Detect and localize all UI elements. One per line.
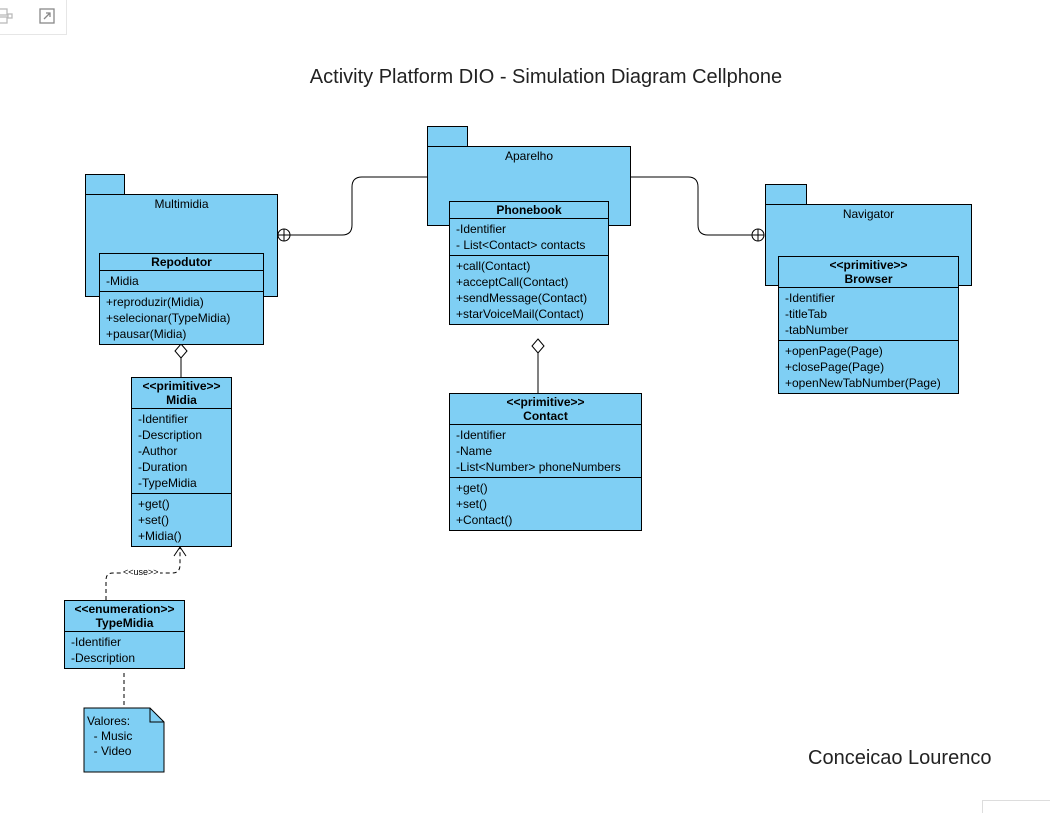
note-line: - Music <box>87 729 133 743</box>
method: +acceptCall(Contact) <box>456 275 569 289</box>
use-dependency-arrowhead <box>173 546 187 557</box>
class-attributes: -Identifier - List<Contact> contacts <box>450 219 608 256</box>
method: +reproduzir(Midia) <box>106 295 204 309</box>
method: +closePage(Page) <box>785 360 885 374</box>
attribute: -List<Number> phoneNumbers <box>456 460 621 474</box>
class-methods: +call(Contact) +acceptCall(Contact) +sen… <box>450 256 608 324</box>
class-methods: +openPage(Page) +closePage(Page) +openNe… <box>779 341 958 393</box>
method: +starVoiceMail(Contact) <box>456 307 584 321</box>
diagram-toolbar <box>0 0 67 35</box>
attribute: -Identifier <box>138 412 189 426</box>
class-repodutor[interactable]: Repodutor -Midia +reproduzir(Midia) +sel… <box>99 253 264 345</box>
method: +Midia() <box>138 529 182 543</box>
attribute: -Identifier <box>456 428 507 442</box>
package-label-multimidia: Multimidia <box>154 197 209 211</box>
enumeration-typemidia[interactable]: <<enumeration>> TypeMidia -Identifier -D… <box>64 600 185 669</box>
class-attributes: -Identifier -Description -Author -Durati… <box>132 409 231 494</box>
class-methods: +get() +set() +Midia() <box>132 494 231 546</box>
method: +pausar(Midia) <box>106 327 187 341</box>
attribute: -Description <box>138 428 203 442</box>
attribute: -Duration <box>138 460 188 474</box>
note-shape <box>83 707 165 773</box>
class-name: Browser <box>844 272 893 286</box>
method: +set() <box>138 513 170 527</box>
attribute: -Identifier <box>71 635 122 649</box>
attribute: -Author <box>138 444 178 458</box>
method: +Contact() <box>456 513 513 527</box>
class-name: TypeMidia <box>95 616 154 630</box>
class-phonebook[interactable]: Phonebook -Identifier - List<Contact> co… <box>449 201 609 325</box>
class-header: <<primitive>> Midia <box>132 378 231 409</box>
method: +sendMessage(Contact) <box>456 291 588 305</box>
attribute: -titleTab <box>785 307 828 321</box>
class-stereotype: <<enumeration>> <box>74 602 175 616</box>
class-name: Phonebook <box>450 202 608 219</box>
class-attributes: -Midia <box>100 271 263 292</box>
note[interactable]: Valores: - Music - Video <box>87 714 132 759</box>
class-name: Repodutor <box>100 254 263 271</box>
class-name: Midia <box>166 393 197 407</box>
containment-line-multimidia <box>290 176 428 236</box>
author-label: Conceicao Lourenco <box>808 747 992 769</box>
method: +call(Contact) <box>456 259 531 273</box>
use-dependency-line <box>105 547 181 600</box>
class-header: <<primitive>> Contact <box>450 394 641 425</box>
class-stereotype: <<primitive>> <box>506 395 585 409</box>
containment-line-navigator <box>630 176 752 236</box>
attribute: - List<Contact> contacts <box>456 238 586 252</box>
package-tab-aparelho <box>427 126 468 147</box>
note-line: Valores: <box>87 714 131 728</box>
class-contact[interactable]: <<primitive>> Contact -Identifier -Name … <box>449 393 642 531</box>
class-stereotype: <<primitive>> <box>829 258 908 272</box>
class-name: Contact <box>523 409 568 423</box>
attribute: -TypeMidia <box>138 476 197 490</box>
class-header: <<primitive>> Browser <box>779 257 958 288</box>
class-attributes: -Identifier -Name -List<Number> phoneNum… <box>450 425 641 478</box>
attribute: -Description <box>71 651 136 665</box>
package-tab-navigator <box>765 184 807 205</box>
fullscreen-icon[interactable] <box>37 6 57 26</box>
zoom-control[interactable] <box>982 800 1050 813</box>
aggregation-diamond-phonebook <box>531 338 545 354</box>
diagram-title: Activity Platform DIO - Simulation Diagr… <box>309 66 783 88</box>
note-line: - Video <box>87 744 132 758</box>
attribute: -Midia <box>106 274 139 288</box>
use-dependency-label: <<use>> <box>122 567 160 577</box>
method: +openNewTabNumber(Page) <box>785 376 941 390</box>
method: +set() <box>456 497 488 511</box>
class-header: <<enumeration>> TypeMidia <box>65 601 184 632</box>
class-attributes: -Identifier -Description <box>65 632 184 668</box>
class-browser[interactable]: <<primitive>> Browser -Identifier -title… <box>778 256 959 394</box>
attribute: -Name <box>456 444 493 458</box>
method: +get() <box>138 497 170 511</box>
attribute: -Identifier <box>456 222 507 236</box>
method: +get() <box>456 481 488 495</box>
format-panel-icon[interactable] <box>0 6 14 26</box>
package-label-navigator: Navigator <box>842 207 895 221</box>
method: +openPage(Page) <box>785 344 883 358</box>
aggregation-diamond-repodutor <box>174 343 188 359</box>
package-tab-multimidia <box>85 174 125 195</box>
method: +selecionar(TypeMidia) <box>106 311 231 325</box>
package-label-aparelho: Aparelho <box>504 149 554 163</box>
class-midia[interactable]: <<primitive>> Midia -Identifier -Descrip… <box>131 377 232 547</box>
attribute: -Identifier <box>785 291 836 305</box>
attribute: -tabNumber <box>785 323 849 337</box>
class-methods: +reproduzir(Midia) +selecionar(TypeMidia… <box>100 292 263 344</box>
class-stereotype: <<primitive>> <box>142 379 221 393</box>
class-methods: +get() +set() +Contact() <box>450 478 641 530</box>
class-attributes: -Identifier -titleTab -tabNumber <box>779 288 958 341</box>
